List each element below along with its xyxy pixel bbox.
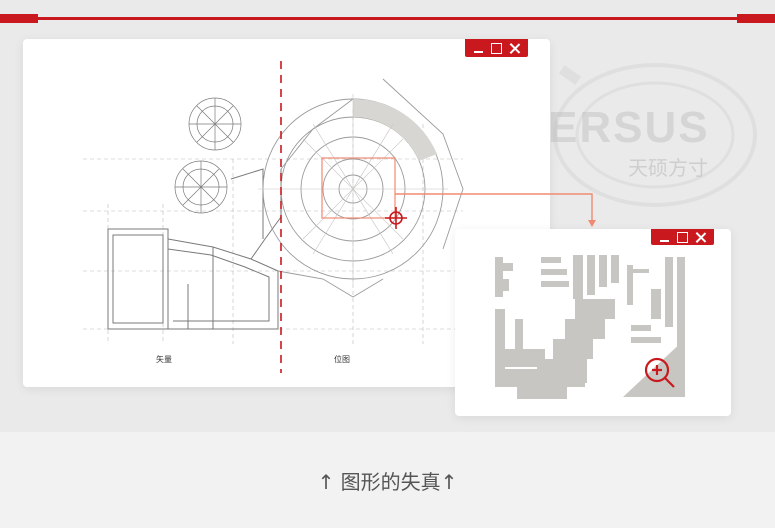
window-controls (465, 39, 528, 57)
brand-watermark-text: ERSUS (548, 103, 710, 152)
pixelated-detail (495, 255, 685, 399)
minimize-icon[interactable] (659, 232, 670, 243)
maximize-icon[interactable] (677, 231, 688, 243)
vector-label: 矢量 (156, 355, 172, 364)
zoom-in-icon (644, 357, 675, 388)
zoom-connector (395, 193, 596, 227)
selection-box (321, 157, 396, 219)
zoom-window-controls (651, 229, 714, 245)
zoom-preview-window (455, 229, 731, 416)
floor-plan-drawing (83, 61, 464, 373)
maximize-icon[interactable] (491, 42, 502, 54)
bitmap-label: 位图 (334, 355, 350, 364)
top-rule-right-cap (737, 14, 775, 23)
top-rule (0, 14, 775, 23)
top-rule-left-cap (0, 14, 38, 23)
figure-caption: ↑ 图形的失真↑ (317, 470, 458, 494)
minimize-icon[interactable] (473, 43, 484, 54)
crosshair-icon (385, 207, 407, 229)
brand-logo-watermark (553, 63, 757, 207)
brand-watermark-subtext: 天硕方寸 (628, 156, 708, 180)
caption-band (0, 457, 775, 528)
